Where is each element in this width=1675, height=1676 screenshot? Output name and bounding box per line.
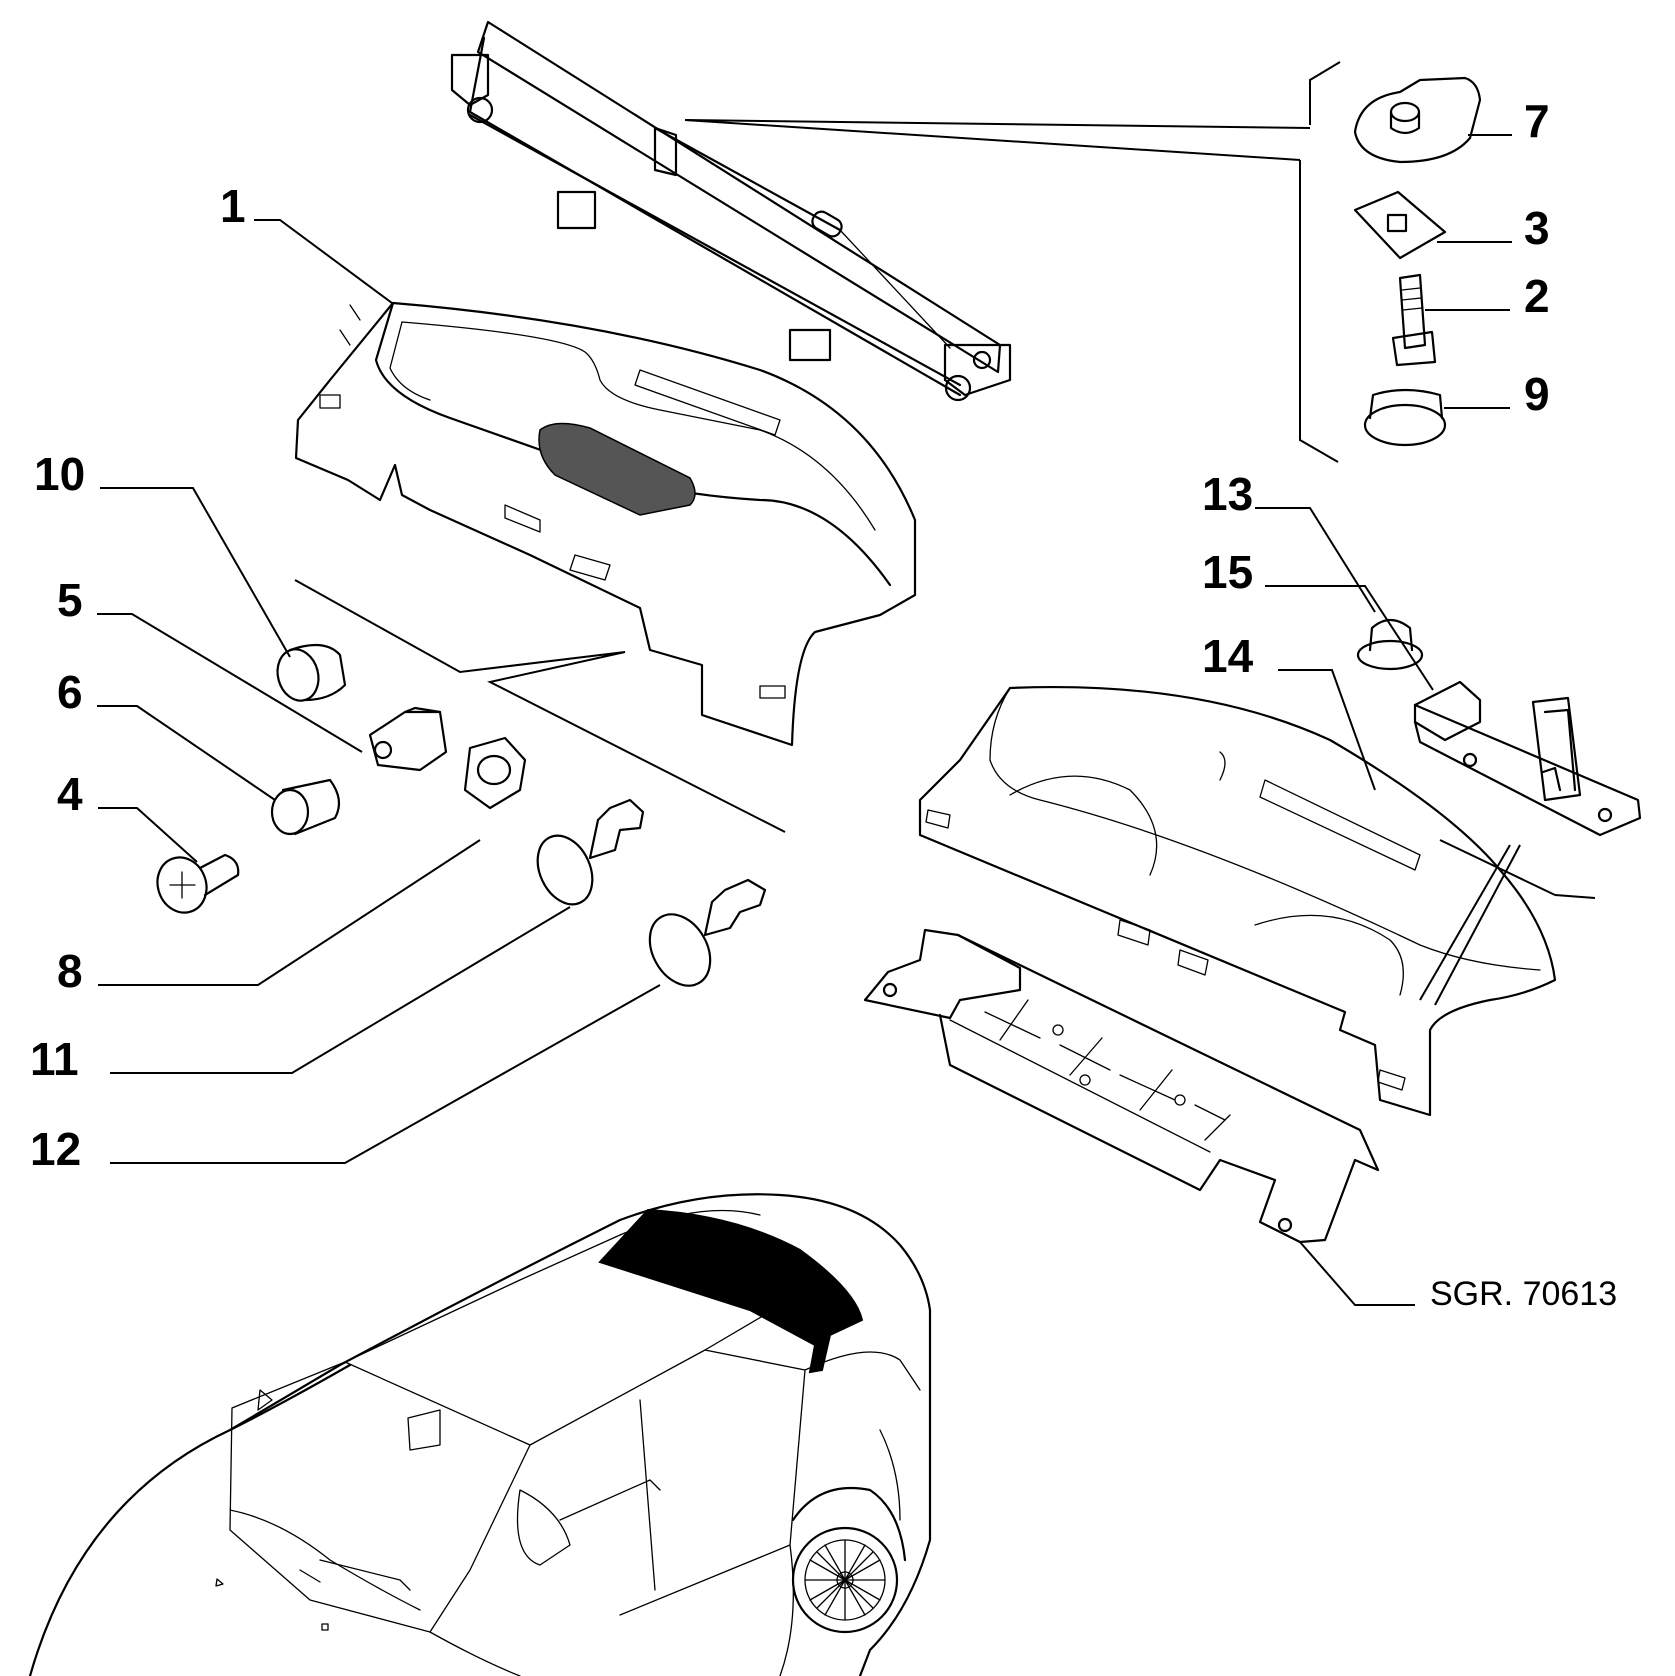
- callout-5: 5: [57, 574, 83, 626]
- left-callout-leaders: [97, 219, 661, 1164]
- callout-9: 9: [1524, 368, 1550, 420]
- reference-leader: [1299, 1241, 1415, 1306]
- reference-code: SGR. 70613: [1430, 1275, 1617, 1313]
- callout-10: 10: [34, 448, 85, 500]
- roller-blind-leaders: [684, 61, 1341, 463]
- small-parts-frame: [294, 579, 786, 833]
- callout-7: 7: [1524, 95, 1550, 147]
- part-14-panel: [918, 669, 1596, 1117]
- callout-14: 14: [1202, 630, 1254, 682]
- part-12-push-clip: [648, 878, 767, 987]
- part-9-cap: [1363, 388, 1447, 447]
- reinforcement-rail: [863, 928, 1380, 1244]
- part-7-bracket: [1353, 76, 1482, 164]
- part-2-bolt: [1391, 273, 1437, 367]
- part-6-spacer: [270, 778, 341, 836]
- part-5-clip: [368, 706, 448, 772]
- callout-labels: 1 2 3 4 5 6 7 8 9 10 11 12 13 14 15 SGR.…: [30, 95, 1617, 1313]
- callout-3: 3: [1524, 202, 1550, 254]
- right-small-leaders: [1425, 134, 1512, 409]
- callout-6: 6: [57, 666, 83, 718]
- callout-8: 8: [57, 945, 83, 997]
- part-8-nut: [463, 736, 527, 810]
- roller-blind: [450, 20, 1012, 402]
- highlighted-parcel-shelf: [598, 1208, 864, 1374]
- callout-2: 2: [1524, 270, 1550, 322]
- part-15-bracket: [1265, 585, 1642, 837]
- part-4-screw: [156, 853, 240, 914]
- part-3-spring-nut: [1353, 190, 1447, 260]
- callout-12: 12: [30, 1123, 81, 1175]
- callout-15: 15: [1202, 546, 1253, 598]
- part-13-clip: [1255, 507, 1424, 671]
- callout-13: 13: [1202, 468, 1253, 520]
- callout-1: 1: [220, 180, 246, 232]
- part-10-cap: [276, 643, 347, 702]
- part-11-push-clip: [536, 798, 645, 906]
- callout-11: 11: [30, 1033, 79, 1085]
- callout-4: 4: [57, 768, 83, 820]
- parcel-shelf-1: [294, 301, 917, 747]
